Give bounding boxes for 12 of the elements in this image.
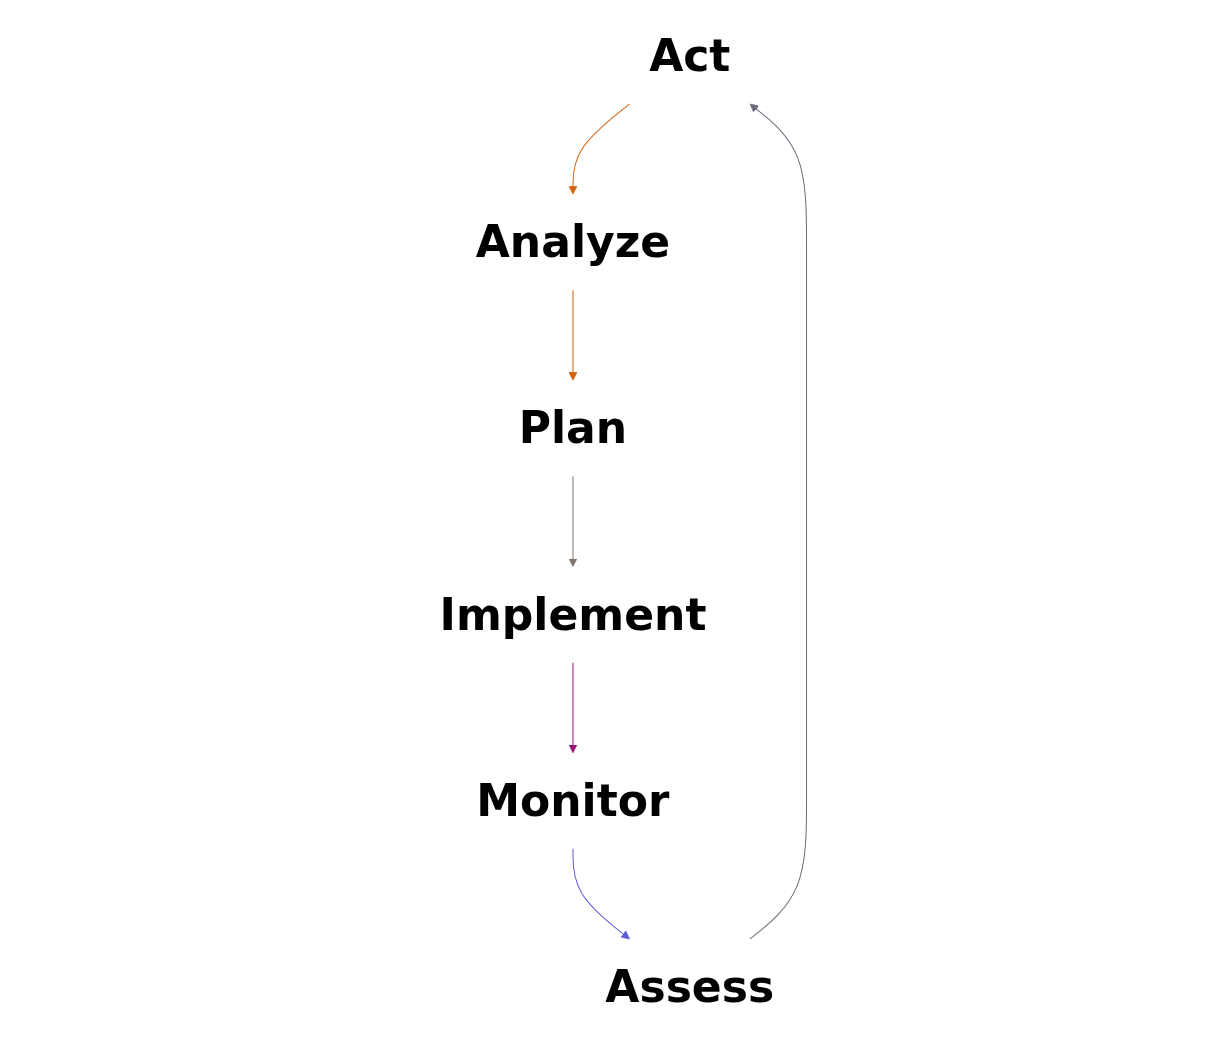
arrow bbox=[568, 103, 630, 195]
arrow bbox=[572, 848, 630, 940]
node-text: Plan bbox=[518, 402, 628, 454]
node-text: Assess bbox=[605, 960, 775, 1012]
node-text: Implement bbox=[439, 588, 707, 640]
node-text: Act bbox=[649, 30, 731, 82]
arrow bbox=[749, 103, 808, 940]
node-text: Monitor bbox=[476, 774, 670, 826]
node-text: Analyze bbox=[475, 216, 671, 268]
arrow bbox=[568, 289, 578, 381]
arrow bbox=[568, 662, 578, 754]
arrow bbox=[568, 475, 578, 567]
